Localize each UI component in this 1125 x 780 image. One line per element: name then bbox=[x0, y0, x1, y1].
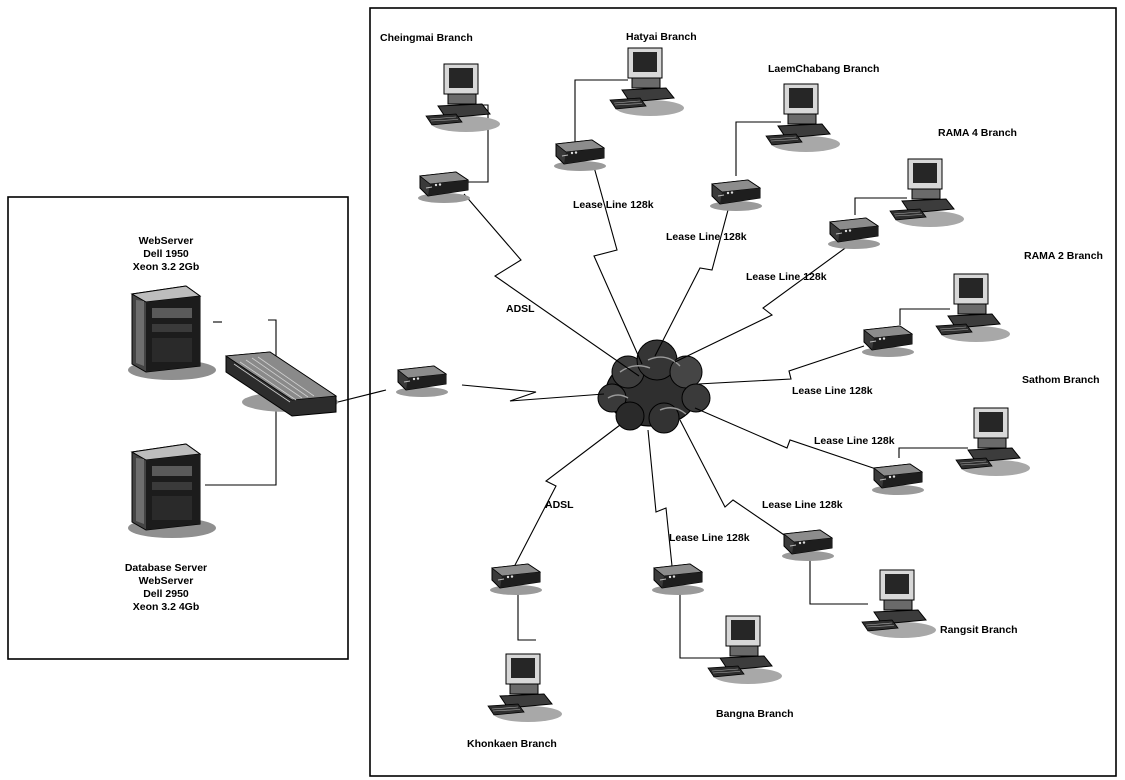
link-label-lease-laemchabang: Lease Line 128k bbox=[666, 231, 747, 243]
web-server-label-line3: Xeon 3.2 2Gb bbox=[133, 261, 200, 273]
router-icon bbox=[781, 529, 835, 562]
workstation-icon bbox=[487, 653, 563, 723]
link-rama4 bbox=[674, 245, 849, 363]
link-label-lease-hatyai: Lease Line 128k bbox=[573, 199, 654, 211]
workstation-icon bbox=[955, 407, 1031, 477]
branch-label-bangna: Bangna Branch bbox=[716, 708, 794, 720]
database-server-label-line3: Dell 2950 bbox=[143, 588, 189, 600]
web-server-label-line2: Dell 1950 bbox=[143, 248, 189, 260]
database-server-label-line2: WebServer bbox=[139, 575, 194, 587]
branch-label-laemchabang: LaemChabang Branch bbox=[768, 63, 879, 75]
database-server-label-line4: Xeon 3.2 4Gb bbox=[133, 601, 200, 613]
link-bangna bbox=[647, 429, 673, 567]
branch-label-rama2: RAMA 2 Branch bbox=[1024, 250, 1103, 262]
web-server-label-line1: WebServer bbox=[139, 235, 194, 247]
branch-label-sathorn: Sathom Branch bbox=[1022, 374, 1100, 386]
workstation-icon bbox=[765, 83, 841, 153]
link-label-adsl-chiangmai: ADSL bbox=[506, 303, 535, 315]
branch-network-frame bbox=[369, 7, 1117, 777]
workstation-icon bbox=[609, 47, 685, 117]
router-icon bbox=[553, 139, 607, 172]
switch-icon bbox=[224, 351, 338, 417]
link-label-lease-rangsit: Lease Line 128k bbox=[762, 499, 843, 511]
link-server-site bbox=[461, 384, 605, 402]
link-rama2 bbox=[697, 345, 865, 385]
link-label-lease-bangna: Lease Line 128k bbox=[669, 532, 750, 544]
workstation-icon bbox=[935, 273, 1011, 343]
branch-label-khonkaen: Khonkaen Branch bbox=[467, 738, 557, 750]
router-icon bbox=[651, 563, 705, 596]
link-label-lease-rama2: Lease Line 128k bbox=[792, 385, 873, 397]
link-khonkaen bbox=[513, 424, 621, 568]
link-chiangmai bbox=[463, 193, 640, 377]
link-hatyai bbox=[593, 166, 643, 365]
workstation-icon bbox=[425, 63, 501, 133]
link-label-lease-sathorn: Lease Line 128k bbox=[814, 435, 895, 447]
link-sathorn bbox=[694, 407, 883, 472]
database-server-icon bbox=[127, 443, 217, 539]
link-laemchabang bbox=[654, 209, 729, 357]
branch-label-hatyai: Hatyai Branch bbox=[626, 31, 697, 43]
workstation-icon bbox=[861, 569, 937, 639]
web-server-icon bbox=[127, 285, 217, 381]
router-icon bbox=[827, 217, 881, 250]
workstation-icon bbox=[707, 615, 783, 685]
branch-label-chiangmai: Cheingmai Branch bbox=[380, 32, 473, 44]
router-icon bbox=[871, 463, 925, 496]
router-icon bbox=[709, 179, 763, 212]
router-icon bbox=[489, 563, 543, 596]
branch-label-rangsit: Rangsit Branch bbox=[940, 624, 1018, 636]
link-label-adsl-khonkaen: ADSL bbox=[545, 499, 574, 511]
router-icon bbox=[395, 365, 449, 398]
wan-cloud-icon bbox=[597, 339, 711, 434]
branch-label-rama4: RAMA 4 Branch bbox=[938, 127, 1017, 139]
branch-wiring bbox=[468, 79, 968, 659]
wan-links bbox=[461, 166, 883, 568]
link-rangsit bbox=[679, 419, 791, 540]
server-site-frame bbox=[7, 196, 349, 660]
router-icon bbox=[417, 171, 471, 204]
router-icon bbox=[861, 325, 915, 358]
link-label-lease-rama4: Lease Line 128k bbox=[746, 271, 827, 283]
workstation-icon bbox=[889, 158, 965, 228]
database-server-label-line1: Database Server bbox=[125, 562, 207, 574]
